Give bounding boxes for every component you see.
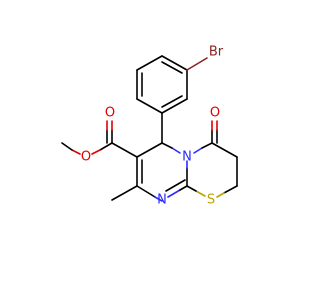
bond bbox=[167, 189, 181, 198]
ester-carbonyl-oxygen-label: O bbox=[105, 106, 115, 121]
bond bbox=[161, 95, 183, 108]
methyl-bond bbox=[111, 185, 138, 201]
bond bbox=[171, 147, 181, 154]
bromophenyl-ring bbox=[136, 55, 208, 114]
ester-oxygen-label: O bbox=[81, 150, 91, 165]
sulfur-atom-label: S bbox=[207, 193, 215, 208]
bond bbox=[223, 185, 238, 194]
bond bbox=[111, 142, 138, 158]
pyrimidine-ring bbox=[136, 142, 188, 202]
bond bbox=[195, 190, 206, 197]
ketone-oxygen-label: O bbox=[210, 106, 220, 121]
bond bbox=[179, 185, 188, 191]
bond bbox=[136, 98, 163, 114]
bond bbox=[91, 149, 101, 155]
bond bbox=[201, 142, 213, 149]
bond bbox=[193, 147, 203, 154]
imine-nitrogen-label: N bbox=[157, 193, 167, 208]
bond bbox=[186, 185, 197, 192]
bond bbox=[161, 55, 188, 71]
bond bbox=[136, 142, 163, 158]
ketone-group bbox=[211, 120, 218, 144]
bond bbox=[154, 196, 163, 202]
bond bbox=[61, 142, 73, 151]
bond bbox=[136, 185, 156, 198]
bromine-atom-label: Br bbox=[209, 45, 224, 60]
bond bbox=[136, 55, 163, 71]
bond bbox=[161, 142, 173, 149]
bond bbox=[186, 57, 208, 71]
bridgehead-nitrogen-label: N bbox=[182, 150, 192, 165]
bond bbox=[211, 142, 238, 158]
ester-group bbox=[61, 120, 138, 158]
thiazinone-ring bbox=[186, 142, 238, 198]
molecule-drawing: Br O O O N N S bbox=[61, 45, 238, 208]
bond bbox=[161, 61, 183, 74]
bond bbox=[161, 98, 188, 114]
bond bbox=[99, 142, 113, 151]
bond bbox=[71, 149, 81, 155]
structure-canvas: Br O O O N N S bbox=[61, 45, 238, 208]
bond bbox=[165, 179, 186, 192]
bond bbox=[216, 192, 225, 198]
